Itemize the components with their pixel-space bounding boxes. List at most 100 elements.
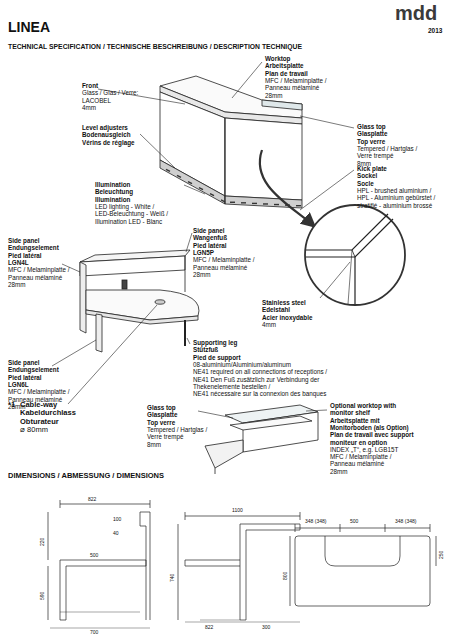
label-text: 28mm — [8, 282, 26, 289]
label-text: ⌀ 80mm — [20, 426, 48, 434]
drawing-stroke — [240, 524, 300, 620]
label-heading: Side panel — [8, 238, 40, 245]
drawing-stroke — [198, 411, 233, 418]
label-heading: LGN5P — [193, 250, 214, 257]
leader-lines — [52, 62, 354, 418]
label-text: HPL - brushed aluminium / — [357, 188, 431, 195]
label-text: 100 — [113, 517, 121, 523]
drawing-stroke — [230, 416, 312, 430]
label-text: MFC / Melaminplatte / — [265, 78, 327, 85]
drawing-stroke — [290, 536, 291, 606]
label-heading: Glass top — [357, 124, 386, 131]
label-text: 590 — [40, 592, 46, 600]
label-heading: DIMENSIONS / ABMESSUNG / DIMENSIONS — [8, 472, 164, 480]
label-heading: Obturateur — [20, 418, 59, 426]
label-heading: Plan de travail avec support — [330, 432, 414, 439]
label-text: NE41 Den Fuß zusätzlich zur Verbindung d… — [193, 377, 319, 384]
label-heading: Arbeitsplatte mit — [330, 418, 380, 425]
drawing-stroke — [140, 134, 175, 168]
label-text: Tempered / Hartglas / — [147, 427, 207, 434]
drawing-stroke — [306, 219, 393, 257]
drawing-stroke — [80, 256, 185, 276]
label-heading: Glasplatte — [357, 131, 387, 138]
drawing-stroke — [348, 250, 352, 304]
drawing-stroke — [52, 340, 96, 366]
label-heading: Acier inoxydable — [262, 315, 312, 322]
label-heading: moniteur en option — [330, 440, 387, 447]
label-text: 28mm — [193, 272, 211, 279]
drawing-stroke — [185, 622, 300, 623]
label-heading: LGN6L — [8, 382, 29, 389]
label-text: 700 — [90, 630, 98, 636]
label-text: Panneau mélaminé — [330, 461, 384, 468]
drawing-stroke — [177, 175, 181, 177]
label-heading: Cable-way — [20, 401, 57, 409]
label-heading: Side panel — [8, 360, 40, 367]
label-text: NE41 required on all connections of rece… — [193, 369, 327, 376]
drawing-stroke — [295, 528, 430, 529]
label-heading: Optional worktop with — [330, 403, 396, 410]
drawing-stroke — [215, 468, 216, 474]
label-heading: LINEA — [8, 20, 50, 35]
drawing-stroke — [300, 116, 354, 128]
label-text: Verre trempé — [357, 153, 393, 160]
label-heading: Wangenfuß — [193, 235, 227, 242]
label-heading: *1 — [8, 401, 15, 409]
drawing-stroke — [60, 500, 61, 508]
label-text: Panneau mélaminé — [8, 275, 62, 282]
label-text: 08-aluminium/Aluminium/aluminum — [193, 362, 291, 369]
label-heading: Endungselement — [8, 367, 59, 374]
drawing-stroke — [48, 512, 49, 560]
drawing-stroke — [306, 214, 388, 250]
drawing-stroke — [122, 280, 127, 289]
drawing-stroke — [188, 182, 192, 184]
drawing-stroke — [340, 524, 341, 532]
label-text: 500 — [350, 519, 358, 525]
drawing-stroke — [185, 516, 300, 517]
drawing-stroke — [430, 524, 431, 532]
label-heading: Pied latéral — [8, 375, 42, 382]
label-heading: Stainless steel — [262, 300, 306, 307]
drawing-stroke — [185, 512, 186, 520]
label-heading: Endungselement — [8, 245, 59, 252]
label-text: stratifié - aluminium brossé — [357, 203, 432, 210]
label-text: 800 — [283, 572, 289, 580]
drawing-stroke — [306, 410, 327, 411]
drawing-stroke — [352, 250, 355, 257]
label-heading: Vérins de réglage — [82, 140, 135, 147]
label-text: Panneau mélaminé — [193, 265, 247, 272]
dimension-side-centre — [178, 512, 300, 622]
label-text: LED-Beleuchtung - Weiß / — [95, 211, 168, 218]
drawing-stroke — [48, 566, 49, 620]
label-heading: LGN4L — [8, 260, 29, 267]
label-text: Thekenelemente bestellen / — [193, 384, 270, 391]
label-heading: Kick plate — [357, 166, 387, 173]
label-heading: Supporting leg — [193, 340, 237, 347]
drawing-stroke — [241, 202, 246, 203]
drawing-stroke — [300, 512, 301, 520]
drawing-stroke — [199, 188, 203, 190]
label-text: 300 — [262, 625, 270, 631]
desk-top-view — [160, 76, 302, 208]
label-text: Tempered / Hartglas / — [357, 146, 417, 153]
drawing-stroke — [185, 560, 186, 566]
label-text: MFC / Melaminplatte / — [193, 257, 255, 264]
label-text: HPL - Aluminium gebürstet / — [357, 195, 435, 202]
drawing-stroke — [60, 560, 146, 620]
dimension-side-left — [48, 500, 150, 628]
label-text: 1100 — [232, 508, 243, 514]
label-text: LACOBEL — [82, 98, 111, 105]
label-text: 28mm — [330, 469, 348, 476]
drawing-stroke — [200, 620, 240, 621]
drawing-stroke — [185, 560, 240, 561]
label-heading: Pied latéral — [8, 253, 42, 260]
label-text: MFC / Melaminplatte / — [330, 454, 392, 461]
drawing-stroke — [186, 233, 192, 252]
drawing-stroke — [274, 204, 279, 205]
drawing-stroke — [50, 628, 150, 629]
label-heading: TECHNICAL SPECIFICATION / TECHNISCHE BES… — [8, 43, 302, 50]
drawing-stroke — [252, 203, 257, 204]
label-heading: 2013 — [428, 27, 442, 34]
label-text: MFC / Melaminplatte / — [8, 267, 70, 274]
label-heading: Edelstahl — [262, 307, 290, 314]
